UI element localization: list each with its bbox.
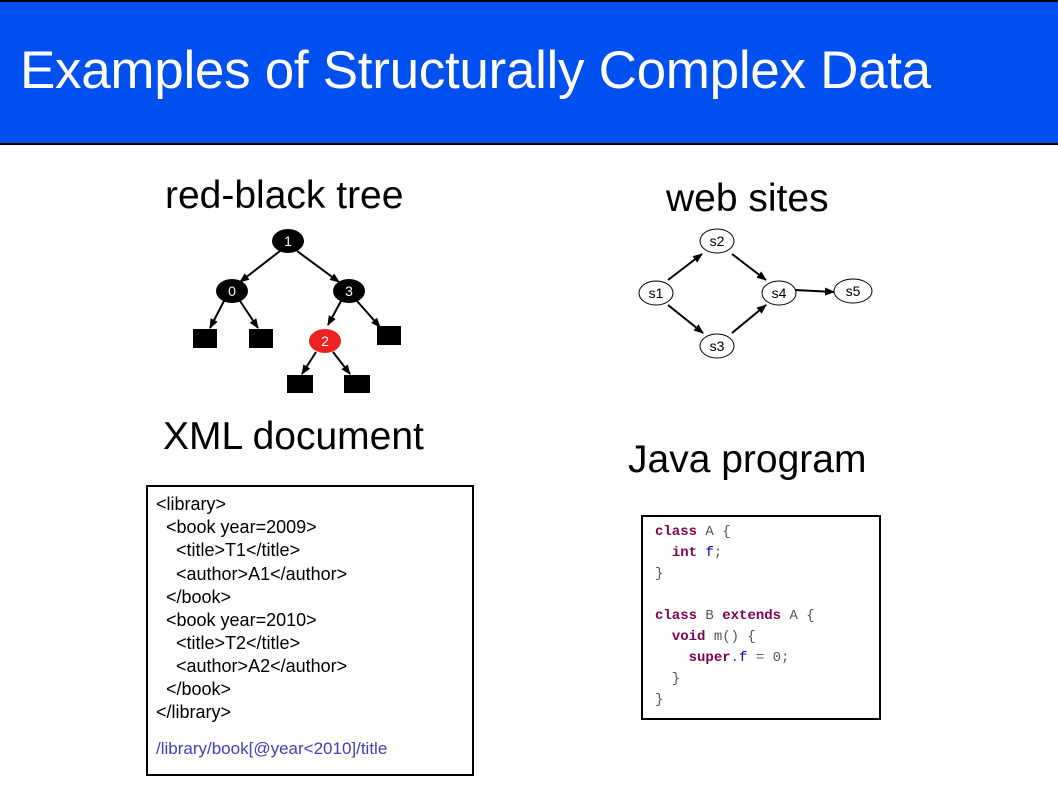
code-keyword: class [655,524,698,540]
xml-line: <title>T2</title> [156,633,301,653]
code-text: } [655,692,664,708]
nil-leaf [344,375,370,393]
xml-line: <author>A1</author> [156,564,348,584]
web-edge [667,304,704,334]
rbtree-title: red-black tree [165,174,404,217]
web-edge [731,253,767,281]
code-line: class A { [655,522,731,543]
code-line: } [655,564,663,585]
code-keyword: int [671,545,698,561]
code-line: class B extends A { [655,606,815,627]
rbtree-node: 3 [333,279,365,303]
rbtree-node-label: 3 [345,283,353,299]
xml-line: <author>A2</author> [156,656,348,676]
rbtree-edge [239,250,281,283]
web-node-label: s5 [846,283,861,299]
rbtree-node-label: 2 [321,333,329,349]
xml-line: </book> [156,679,232,699]
java-title: Java program [628,438,867,481]
rbtree-edge [327,300,342,326]
web-node [699,333,735,359]
code-text: m() { [705,629,756,645]
xml-line: <library> [156,494,227,514]
rbtree-edge [332,351,351,375]
rbtree-edge [296,250,340,283]
code-text: = 0; [747,650,790,666]
title-bar: Examples of Structurally Complex Data [0,0,1058,145]
websites-title: web sites [666,177,829,220]
rbtree-node: 1 [272,229,304,253]
rbtree-node-label: 0 [228,283,236,299]
web-node [761,280,797,306]
code-keyword: super [688,650,731,666]
code-text: . [730,650,740,666]
web-node-label: s1 [649,285,664,301]
code-text: B [697,608,723,624]
xml-line: <book year=2010> [156,610,317,630]
code-text [655,545,672,561]
code-text: A { [781,608,815,624]
java-code-box: class A { int f;} class B extends A { voi… [641,515,881,720]
xml-line: </book> [156,587,232,607]
code-line: int f; [655,543,722,564]
rbtree-edge [209,300,225,329]
code-line: } [655,669,680,690]
code-line: void m() { [655,627,756,648]
code-line: } [655,690,663,711]
xml-document-box: <library> <book year=2009> <title>T1</ti… [146,485,474,776]
xml-line: <book year=2009> [156,517,317,537]
nil-leaf [249,329,273,348]
web-edge [667,253,703,281]
rbtree-edge [356,300,381,328]
code-keyword: extends [722,608,782,624]
rbtree-node: 0 [216,279,248,303]
slide-title: Examples of Structurally Complex Data [20,41,931,100]
rbtree-edge [239,300,259,329]
rbtree-node-red: 2 [309,329,341,353]
web-node-label: s2 [710,233,725,249]
web-edge [794,287,835,296]
code-text: } [655,566,664,582]
code-keyword: class [655,608,698,624]
rbtree-node-label: 1 [284,233,292,249]
nil-leaf [193,329,217,348]
code-text: ; [713,545,723,561]
code-text: A { [697,524,731,540]
nil-leaf [287,375,313,393]
xml-title: XML document [163,415,424,458]
web-node [638,280,674,306]
web-node [833,278,873,304]
web-node [699,228,735,254]
web-edge [731,304,767,334]
xpath-query: /library/book[@year<2010]/title [156,739,388,758]
code-field: f [739,650,748,666]
code-text [655,650,689,666]
code-keyword: void [671,629,706,645]
nil-leaf [377,326,401,345]
code-text [655,629,672,645]
web-node-label: s4 [772,285,787,301]
rbtree-edge [301,351,317,375]
xml-line: <title>T1</title> [156,540,301,560]
code-text: } [655,671,681,687]
xml-line: </library> [156,702,232,722]
code-line: super.f = 0; [655,648,790,669]
code-field: f [705,545,714,561]
web-node-label: s3 [710,338,725,354]
